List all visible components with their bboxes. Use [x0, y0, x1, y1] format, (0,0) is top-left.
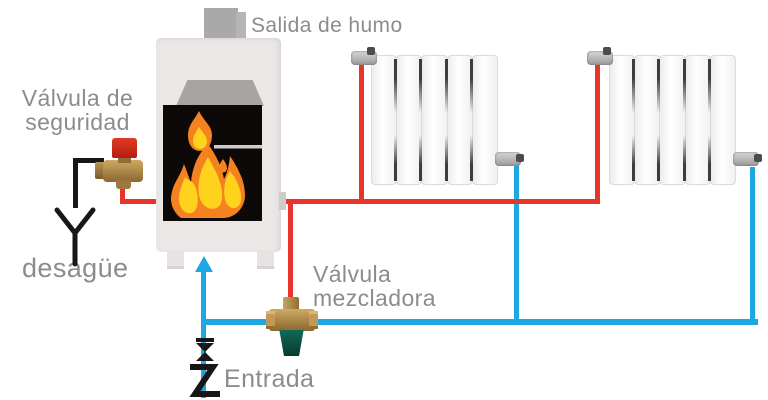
radiator1-return-valve — [495, 152, 524, 166]
safety-valve-body — [103, 160, 143, 182]
hot-pipe-radiator1-supply — [359, 60, 364, 202]
cold-pipe-radiator1-return — [514, 165, 519, 322]
radiator1-supply-valve — [351, 47, 377, 65]
boiler-firebox — [163, 105, 262, 221]
radiator-section — [469, 55, 499, 185]
boiler-leg-right — [257, 250, 274, 269]
mixing-valve-label-line1: Válvula — [313, 261, 392, 287]
radiator2-return-valve — [733, 152, 762, 166]
inlet-valve-icon — [196, 338, 214, 361]
chimney — [204, 8, 238, 42]
safety-valve-cap — [112, 138, 137, 158]
chimney-cap — [236, 12, 246, 40]
boiler-outlet-stub — [279, 192, 286, 210]
cold-pipe-boiler-inlet — [201, 271, 206, 322]
radiator-section — [419, 55, 448, 185]
drain-pipe-horizontal — [73, 158, 104, 163]
flow-up-arrow-icon — [195, 256, 213, 272]
mixing-valve-right-nut — [309, 311, 318, 329]
drain-funnel-icon — [54, 207, 96, 267]
radiator-section — [609, 55, 636, 185]
radiator-section — [707, 55, 737, 185]
radiator-section — [394, 55, 423, 185]
hot-pipe-mixing-valve-drop — [288, 202, 293, 302]
mixing-valve-knob — [279, 330, 304, 356]
smoke-outlet-label: Salida de humo — [251, 14, 403, 37]
hot-pipe-safety-valve-drop — [120, 184, 125, 204]
safety-valve-outlet — [116, 180, 131, 189]
safety-valve-label-line2: seguridad — [25, 109, 130, 136]
hot-pipe-radiator2-supply — [595, 60, 600, 202]
radiator-section — [657, 55, 686, 185]
pipe-break-icon — [189, 364, 220, 397]
mixing-valve-left-nut — [266, 311, 275, 329]
hot-pipe-safety-valve-elbow — [120, 199, 159, 204]
mixing-valve-label-line2: mezcladora — [313, 285, 436, 312]
flame-icon — [171, 111, 262, 218]
cold-return-pipe-horizontal — [202, 319, 758, 325]
radiator-section — [682, 55, 711, 185]
mixing-valve-label: Válvula mezcladora — [313, 262, 436, 310]
inlet-label: Entrada — [224, 365, 315, 393]
mixing-valve-top-port — [283, 297, 299, 311]
safety-valve-label: Válvula de seguridad — [0, 86, 155, 134]
radiator2-supply-valve — [587, 47, 613, 65]
drain-pipe-vertical — [73, 158, 78, 208]
radiator-2 — [609, 55, 737, 185]
hot-supply-pipe-horizontal — [280, 199, 600, 204]
fire-rod — [214, 145, 262, 149]
mixing-valve-body — [269, 309, 315, 331]
cold-pipe-radiator2-return — [750, 167, 755, 322]
radiator-1 — [371, 55, 499, 185]
safety-valve-label-line1: Válvula de — [21, 85, 134, 111]
boiler-hood — [176, 80, 264, 106]
boiler-leg-left — [167, 250, 184, 269]
safety-valve-stem — [118, 156, 131, 163]
